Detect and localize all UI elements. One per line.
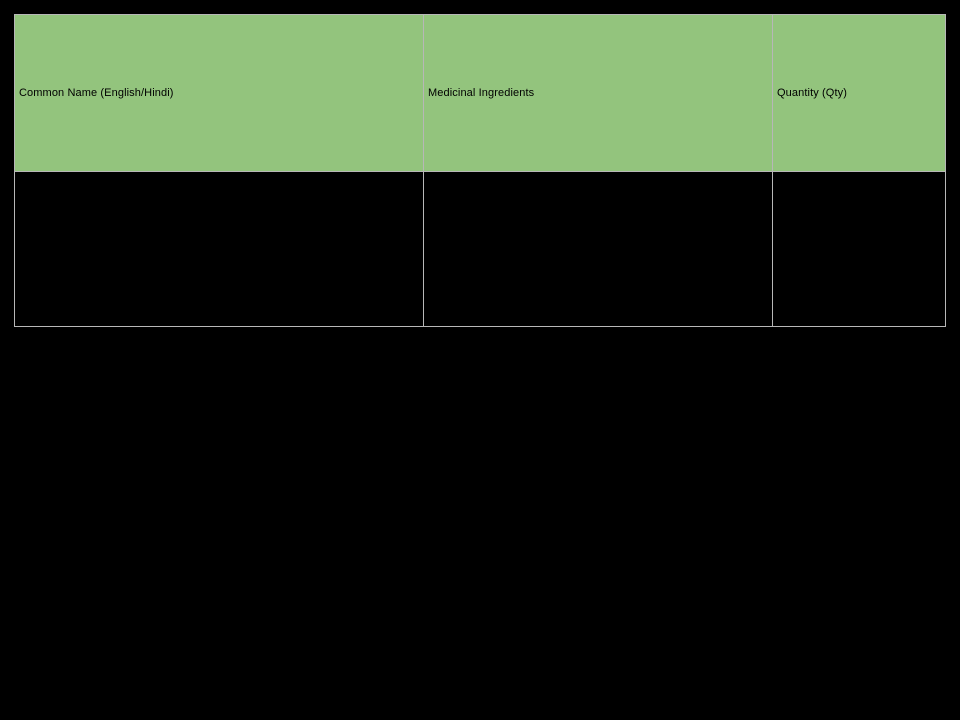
- table-cell-quantity[interactable]: [772, 171, 946, 327]
- table-cell-common-name[interactable]: [14, 171, 424, 327]
- table-row: [14, 171, 946, 327]
- table-cell-medicinal-ingredients[interactable]: [423, 171, 773, 327]
- column-header-common-name: Common Name (English/Hindi): [14, 14, 424, 172]
- medicinal-plants-table: Common Name (English/Hindi) Medicinal In…: [14, 14, 946, 327]
- column-header-quantity: Quantity (Qty): [772, 14, 946, 172]
- table-header: Common Name (English/Hindi) Medicinal In…: [14, 14, 946, 172]
- column-header-common-name-label: Common Name (English/Hindi): [19, 86, 174, 99]
- column-header-quantity-label: Quantity (Qty): [777, 86, 847, 99]
- table-header-row: Common Name (English/Hindi) Medicinal In…: [14, 14, 946, 172]
- column-header-medicinal-ingredients-label: Medicinal Ingredients: [428, 86, 535, 99]
- column-header-medicinal-ingredients: Medicinal Ingredients: [423, 14, 773, 172]
- table-body: [14, 171, 946, 327]
